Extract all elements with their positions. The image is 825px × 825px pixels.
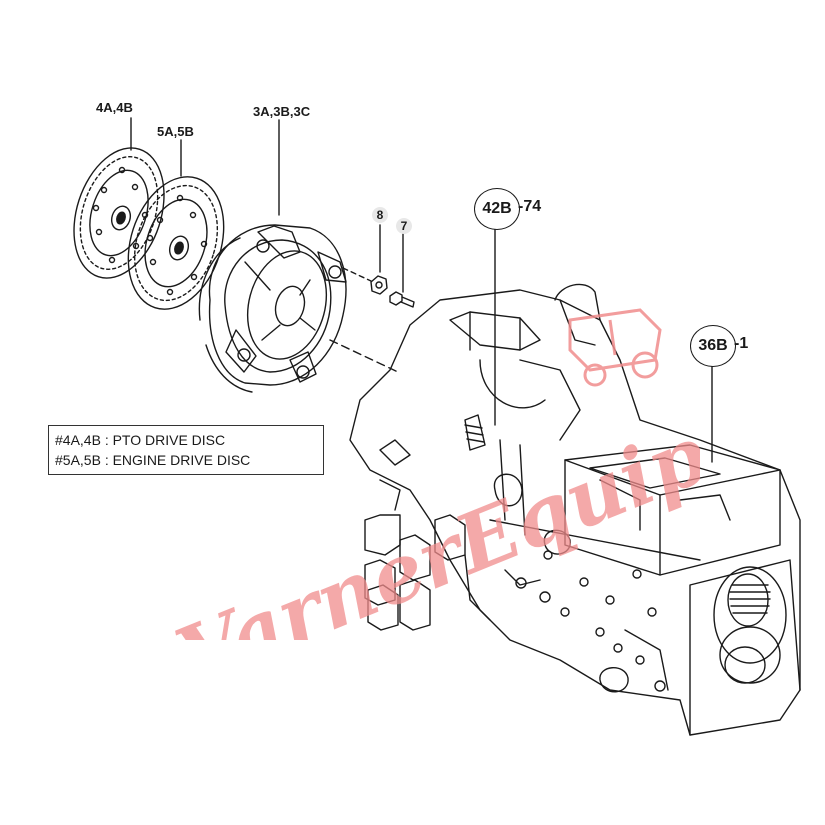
- legend-line-pto: #4A,4B : PTO DRIVE DISC: [55, 432, 226, 448]
- engine-drive-disc: [127, 176, 225, 310]
- pto-drive-disc: [73, 147, 165, 279]
- label-clutch-assembly: 3A,3B,3C: [253, 104, 311, 119]
- callout-42b-suffix: -74: [518, 198, 542, 215]
- label-pto-disc: 4A,4B: [96, 100, 133, 115]
- callout-42b[interactable]: 42B: [474, 188, 520, 230]
- label-part-7: 7: [396, 218, 412, 234]
- callout-36b-suffix: -1: [734, 335, 749, 352]
- bolt-part-7: [389, 291, 415, 308]
- callout-36b[interactable]: 36B: [690, 325, 736, 367]
- nut-part-8: [342, 267, 388, 295]
- clutch-assembly: [198, 224, 347, 393]
- legend-box: #4A,4B : PTO DRIVE DISC #5A,5B : ENGINE …: [48, 425, 324, 475]
- label-engine-disc: 5A,5B: [157, 124, 194, 139]
- legend-line-engine: #5A,5B : ENGINE DRIVE DISC: [55, 452, 251, 468]
- label-part-8: 8: [372, 207, 388, 223]
